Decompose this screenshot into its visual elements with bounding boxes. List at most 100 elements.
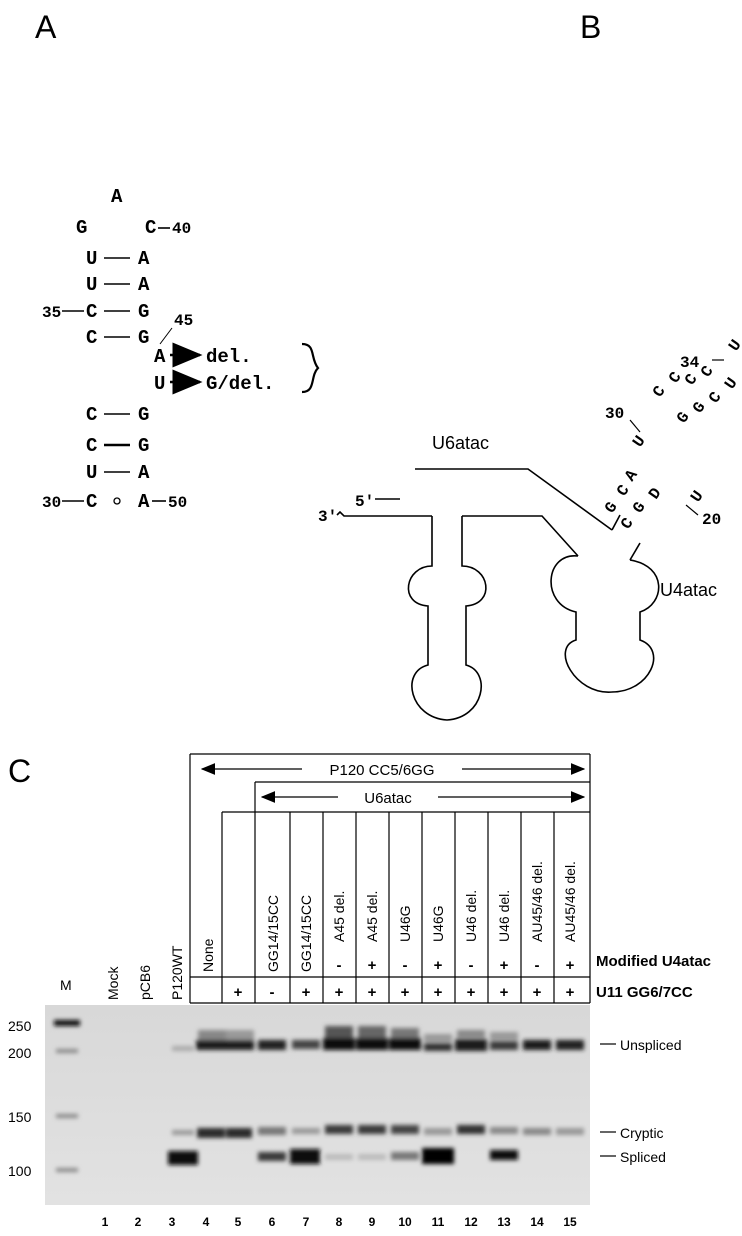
diag-base-6: G [629, 499, 649, 517]
stem-left-base-1: G [76, 217, 87, 239]
stem-left-base-5: C [86, 327, 97, 349]
column-label-12: U46 del. [463, 890, 479, 942]
u6atac-label: U6atac [432, 433, 489, 453]
u11-sign-8: + [335, 984, 344, 1001]
u11-sign-5: + [234, 984, 243, 1001]
lower-left-base-4: C [86, 491, 97, 513]
position-20-label: 20 [702, 511, 721, 529]
lane-number-6: 6 [269, 1215, 276, 1229]
marker-lane-label: M [60, 977, 72, 993]
u4atac-label: U4atac [660, 580, 717, 600]
band-labels: Unspliced Cryptic Spliced [600, 1037, 681, 1165]
lane-number-10: 10 [398, 1215, 412, 1229]
position-50: 50 [168, 494, 187, 512]
lane-number-15: 15 [563, 1215, 577, 1229]
lane-number-5: 5 [235, 1215, 242, 1229]
diag-base-15: C [705, 388, 725, 407]
p120-header: P120 CC5/6GG [329, 762, 434, 779]
lane-numbers: 1 2 3 4 5 6 7 8 9 10 11 12 13 14 15 [102, 1215, 577, 1229]
u11-sign-11: + [434, 984, 443, 1001]
diag-base-3: A [621, 466, 641, 485]
size-marker-150: 150 [8, 1109, 32, 1125]
column-label-11: U46G [430, 905, 446, 942]
mod-sign-11: + [434, 957, 443, 974]
panel-b-labels: U6atac U4atac 5' 3' 34 30 20 G C A U C G… [318, 337, 742, 600]
lane-number-2: 2 [135, 1215, 142, 1229]
size-markers: 250 200 150 100 [8, 1018, 32, 1179]
u11-sign-14: + [533, 984, 542, 1001]
mutation-brace [302, 344, 318, 392]
diag-base-9: C [649, 382, 669, 401]
lane-number-8: 8 [336, 1215, 343, 1229]
stem-right-base-3: A [138, 274, 150, 296]
position-45: 45 [174, 312, 193, 330]
u11-sign-7: + [302, 984, 311, 1001]
mod-sign-14: - [535, 957, 540, 974]
mutation-text-u46: G/del. [206, 373, 274, 395]
stem-right-base-1: C [145, 217, 156, 239]
stem-left-base-2: U [86, 248, 97, 270]
stem-left-base-4: C [86, 301, 97, 323]
diag-base-2: C [613, 481, 633, 500]
mutation-base-a45: A [154, 346, 166, 368]
lane-label-p120wt: P120WT [169, 945, 185, 1000]
u11-sign-9: + [368, 984, 377, 1001]
lane-number-9: 9 [369, 1215, 376, 1229]
diag-base-17: U [725, 337, 742, 355]
lane-number-12: 12 [464, 1215, 478, 1229]
lane-number-4: 4 [203, 1215, 210, 1229]
band-label-spliced: Spliced [620, 1149, 666, 1165]
lower-right-base-1: G [138, 404, 149, 426]
mod-sign-12: - [469, 957, 474, 974]
stem-right-base-5: G [138, 327, 149, 349]
stem-left-base-3: U [86, 274, 97, 296]
lower-right-base-2: G [138, 435, 149, 457]
three-prime-label: 3' [318, 508, 337, 526]
size-marker-200: 200 [8, 1045, 32, 1061]
gel-image [45, 1005, 590, 1205]
lane-label-pcb6: pCB6 [137, 965, 153, 1000]
lane-number-13: 13 [497, 1215, 511, 1229]
lane-number-7: 7 [303, 1215, 310, 1229]
loop-top-base: A [111, 186, 123, 208]
mod-sign-9: + [368, 957, 377, 974]
u11-sign-6: - [270, 984, 275, 1001]
diag-base-13: G [673, 409, 693, 427]
diag-base-5: C [617, 514, 637, 533]
diag-base-4: U [629, 433, 649, 451]
u11-row: + - + + + + + + + + + [234, 984, 575, 1001]
panel-label-c: C [8, 753, 31, 789]
mutation-base-u46: U [154, 373, 165, 395]
position-35: 35 [42, 304, 61, 322]
five-prime-label: 5' [355, 493, 374, 511]
lower-right-base-4: A [138, 491, 150, 513]
diag-base-11: C [681, 370, 701, 389]
position-30-label-b: 30 [605, 405, 624, 423]
diag-base-12: C [697, 362, 717, 381]
column-label-14: AU45/46 del. [529, 861, 545, 942]
diag-base-7: D [645, 485, 665, 503]
panel-a-stem-loop: A G C 40 U A U A 35 C G C G 45 A del. U … [42, 186, 318, 513]
lane-number-11: 11 [432, 1215, 445, 1229]
column-label-7: GG14/15CC [298, 895, 314, 972]
mod-sign-13: + [500, 957, 509, 974]
lower-right-base-3: A [138, 462, 150, 484]
diag-base-1: G [601, 499, 621, 517]
lower-left-base-1: C [86, 404, 97, 426]
column-label-9: A45 del. [364, 891, 380, 942]
column-label-10: U46G [397, 905, 413, 942]
lane-number-3: 3 [169, 1215, 176, 1229]
lane-label-none: None [200, 938, 216, 972]
panel-label-a: A [35, 9, 57, 45]
diag-base-8: U [687, 488, 707, 506]
mod-sign-8: - [337, 957, 342, 974]
lane-header-labels: Mock pCB6 P120WT None GG14/15CC GG14/15C… [105, 861, 578, 1000]
position-30: 30 [42, 494, 61, 512]
u11-sign-10: + [401, 984, 410, 1001]
size-marker-250: 250 [8, 1018, 32, 1034]
position-40: 40 [172, 220, 191, 238]
mod-sign-15: + [566, 957, 575, 974]
u11-label: U11 GG6/7CC [596, 984, 693, 1001]
lower-left-base-2: C [86, 435, 97, 457]
lane-number-14: 14 [530, 1215, 544, 1229]
